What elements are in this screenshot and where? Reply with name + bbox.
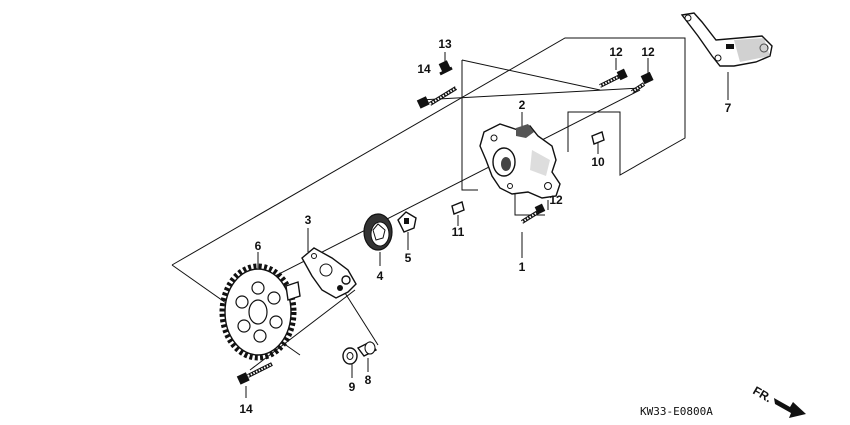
front-direction-indicator: FR. xyxy=(751,383,806,418)
front-direction-label: FR. xyxy=(751,383,775,405)
callout-5: 5 xyxy=(405,251,412,265)
front-arrow-icon xyxy=(774,398,806,418)
callout-9: 9 xyxy=(349,380,356,394)
washer-part xyxy=(342,347,358,365)
callout-13: 13 xyxy=(438,37,452,51)
bolt-12-top-right xyxy=(630,71,654,94)
callout-12-top-right: 12 xyxy=(641,45,655,59)
collar-part xyxy=(356,341,378,357)
callout-10: 10 xyxy=(591,155,605,169)
callout-14-lower: 14 xyxy=(239,402,253,416)
callout-8: 8 xyxy=(365,373,372,387)
dowel-pin-10-part xyxy=(591,131,605,145)
inner-rotor-part xyxy=(397,211,417,233)
callout-7: 7 xyxy=(725,101,732,115)
outer-rotor-part xyxy=(363,213,393,251)
pump-cover-part xyxy=(301,247,357,299)
callout-labels: 2 1 3 4 5 6 7 8 9 10 11 12 12 12 13 14 1… xyxy=(239,37,731,416)
bolt-14-lower xyxy=(236,362,273,385)
bolt-12-lower xyxy=(520,203,546,224)
callout-12-lower: 12 xyxy=(549,193,563,207)
bracket-part xyxy=(680,12,773,67)
callout-4: 4 xyxy=(377,269,384,283)
assembly-frame xyxy=(171,37,686,371)
dowel-pin-11-part xyxy=(451,201,465,215)
diagram-code: KW33-E0800A xyxy=(640,405,713,418)
callout-1: 1 xyxy=(519,260,526,274)
leader-lines xyxy=(245,52,729,398)
bolt-12-top-left xyxy=(599,68,628,88)
callout-11: 11 xyxy=(452,225,465,239)
pump-body-part xyxy=(479,123,561,199)
callout-14-upper: 14 xyxy=(417,62,431,76)
callout-12-top-left: 12 xyxy=(609,45,623,59)
drive-gear-part xyxy=(219,263,301,361)
bolt-14-upper xyxy=(416,86,458,109)
callout-3: 3 xyxy=(305,213,312,227)
callout-2: 2 xyxy=(519,98,526,112)
bolt-13 xyxy=(438,60,453,76)
callout-6: 6 xyxy=(255,239,262,253)
